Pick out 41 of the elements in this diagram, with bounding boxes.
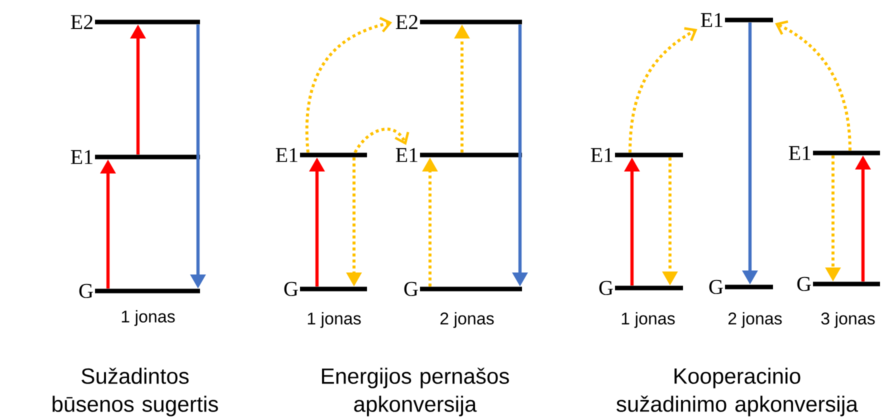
ion-label: 3 jonas (821, 312, 875, 328)
energy-level: E1 (590, 148, 683, 162)
ion-label: 2 jonas (440, 312, 494, 328)
node-label: G (797, 276, 811, 292)
node-label: G (404, 282, 418, 296)
energy-level: G (797, 276, 880, 292)
node-label: E1 (396, 148, 418, 162)
energy-level: G (284, 282, 367, 296)
energy-level: G (79, 284, 200, 298)
node-label: G (599, 280, 613, 296)
energy-level: E2 (396, 15, 522, 29)
energy-level: E1 (700, 13, 773, 27)
node-label: E1 (70, 150, 92, 164)
node-label: G (284, 282, 298, 296)
arrow (305, 16, 392, 153)
energy-level: G (404, 282, 522, 296)
energy-level: E2 (70, 15, 200, 29)
caption: Kooperacinio sužadinimo apkonversija (616, 368, 858, 416)
node-label: E1 (590, 148, 612, 162)
node-label: E1 (788, 146, 810, 160)
caption: Sužadintos būsenos sugertis (52, 368, 218, 416)
node-label: E1 (700, 13, 722, 27)
node-label: E2 (396, 15, 418, 29)
node-label: G (709, 280, 723, 294)
caption: Energijos pernašos apkonversija (322, 368, 509, 416)
energy-level: E1 (70, 150, 200, 164)
arrow (775, 20, 852, 151)
energy-level: G (599, 280, 683, 296)
ion-label: 2 jonas (728, 312, 782, 328)
node-label: E1 (276, 148, 298, 162)
energy-level: E1 (276, 148, 367, 162)
energy-level: E1 (788, 146, 880, 160)
energy-level: G (709, 280, 773, 294)
arrow (354, 128, 410, 154)
ion-label: 1 jonas (122, 310, 175, 326)
arrow (628, 27, 698, 153)
node-label: E2 (70, 15, 92, 29)
node-label: G (79, 284, 93, 298)
ion-label: 1 jonas (622, 312, 675, 328)
energy-level: E1 (396, 148, 522, 162)
ion-label: 1 jonas (308, 312, 361, 328)
